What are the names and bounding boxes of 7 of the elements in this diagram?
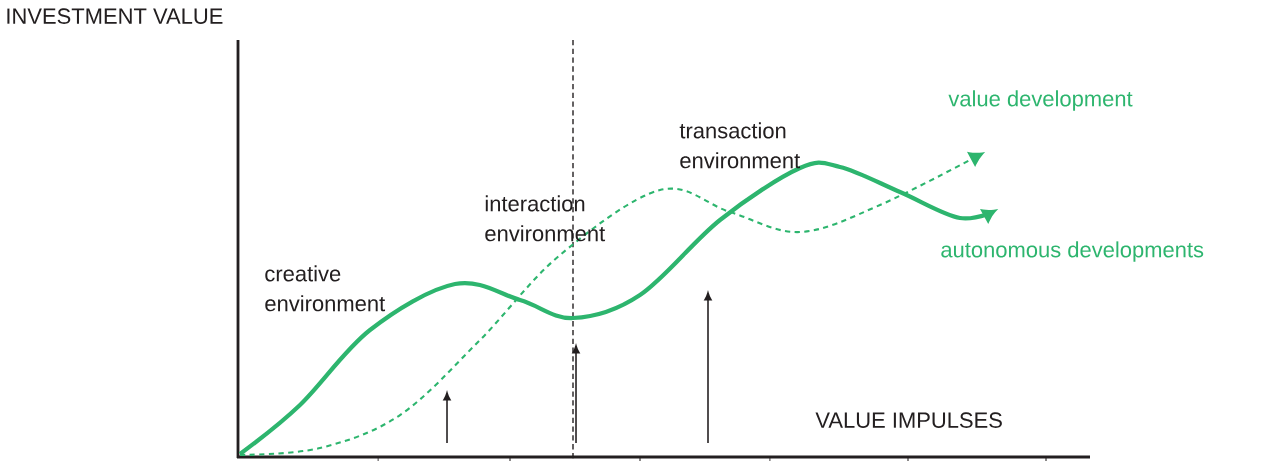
phase-label: creative environment	[265, 265, 386, 312]
curve-label: autonomous developments	[941, 241, 1204, 262]
curve-label: value development	[948, 90, 1133, 111]
phase-label: transaction environment	[679, 122, 801, 169]
axis-title: VALUE IMPULSES	[815, 412, 1002, 428]
axis-title: INVESTMENT VALUE	[7, 8, 223, 24]
phase-label: interaction environment	[485, 195, 606, 242]
